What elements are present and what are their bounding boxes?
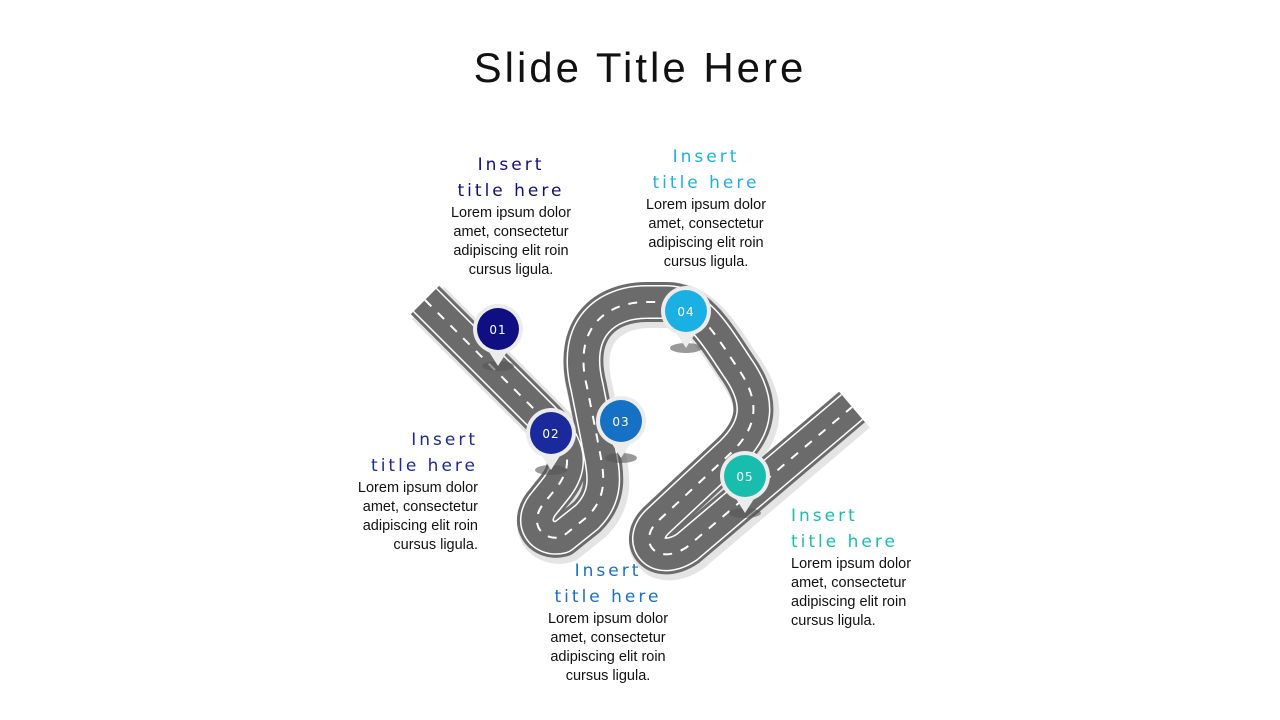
- step-03-body-2: amet, consectetur: [550, 630, 666, 646]
- step-05-body-1: Lorem ipsum dolor: [791, 556, 912, 572]
- step-05-title-line1: Insert: [791, 506, 858, 526]
- pin-01: 01: [473, 304, 523, 371]
- pin-03: 03: [596, 396, 646, 463]
- step-01-body-1: Lorem ipsum dolor: [450, 205, 572, 221]
- slide-title: Slide Title Here: [473, 44, 807, 91]
- step-04-body-2: amet, consectetur: [648, 216, 764, 232]
- step-04-text: Insert title here Lorem ipsum dolor amet…: [631, 144, 781, 272]
- step-02-title-line2: title here: [371, 456, 478, 476]
- step-03-body-1: Lorem ipsum dolor: [547, 611, 669, 627]
- step-05-body-2: amet, consectetur: [791, 575, 907, 591]
- step-02-body-1: Lorem ipsum dolor: [357, 480, 478, 496]
- step-02-text: Insert title here Lorem ipsum dolor amet…: [328, 427, 478, 555]
- step-03-title-line1: Insert: [574, 561, 642, 581]
- pin-01-number: 01: [489, 323, 506, 337]
- road-center-dashes: [424, 299, 853, 556]
- step-04-body-4: cursus ligula.: [663, 254, 749, 270]
- step-01-body-2: amet, consectetur: [453, 224, 569, 240]
- pin-05-number: 05: [736, 470, 753, 484]
- step-02-body-4: cursus ligula.: [393, 537, 478, 553]
- step-03-body-3: adipiscing elit roin: [550, 649, 666, 665]
- step-05-body-3: adipiscing elit roin: [791, 594, 907, 610]
- step-01-body-3: adipiscing elit roin: [453, 243, 569, 259]
- step-03-text: Insert title here Lorem ipsum dolor amet…: [533, 558, 683, 686]
- step-03-body-4: cursus ligula.: [565, 668, 651, 684]
- step-04-title-line2: title here: [652, 173, 760, 193]
- pin-05: 05: [720, 451, 770, 518]
- step-03-title-line2: title here: [554, 587, 662, 607]
- step-01-text: Insert title here Lorem ipsum dolor amet…: [436, 152, 586, 280]
- pin-04: 04: [661, 286, 711, 353]
- pin-02: 02: [526, 408, 576, 475]
- step-04-body-3: adipiscing elit roin: [648, 235, 764, 251]
- step-02-title-line1: Insert: [411, 430, 478, 450]
- step-04-title-line1: Insert: [672, 147, 740, 167]
- step-04-body-1: Lorem ipsum dolor: [645, 197, 767, 213]
- step-05-title-line2: title here: [791, 532, 898, 552]
- step-05-text: Insert title here Lorem ipsum dolor amet…: [791, 503, 941, 631]
- pin-02-number: 02: [542, 427, 559, 441]
- step-05-body-4: cursus ligula.: [791, 613, 876, 629]
- step-01-title-line2: title here: [457, 181, 565, 201]
- pin-01-circle: [477, 308, 519, 350]
- pin-04-number: 04: [677, 305, 694, 319]
- pin-03-number: 03: [612, 415, 629, 429]
- step-01-body-4: cursus ligula.: [468, 262, 554, 278]
- step-02-body-2: amet, consectetur: [362, 499, 478, 515]
- step-01-title-line1: Insert: [477, 155, 545, 175]
- step-02-body-3: adipiscing elit roin: [362, 518, 478, 534]
